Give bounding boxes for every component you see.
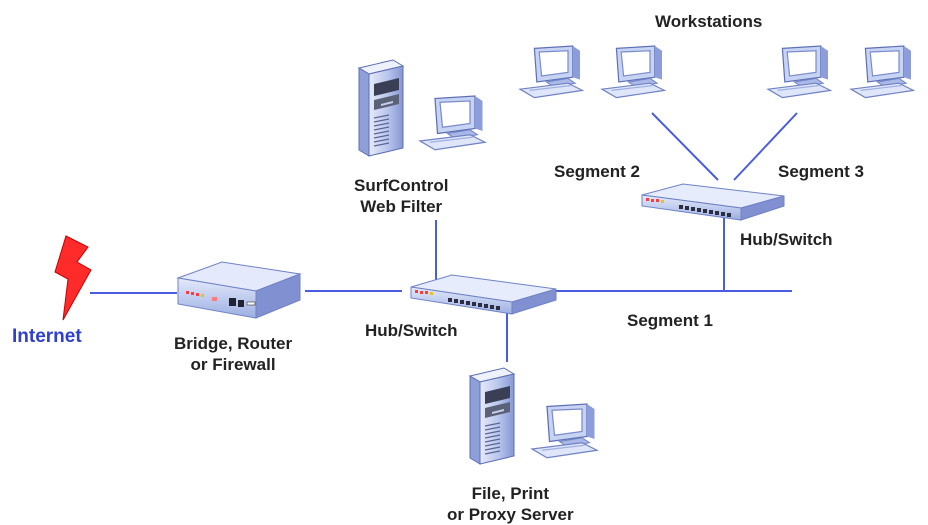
web-filter-label: SurfControl Web Filter xyxy=(354,175,448,217)
hub-switch-center-label: Hub/Switch xyxy=(365,320,458,341)
router-label: Bridge, Router or Firewall xyxy=(174,333,292,375)
hub-switch-center-text: Hub/Switch xyxy=(365,321,458,340)
segment-3-label: Segment 3 xyxy=(778,161,864,182)
workstation-icon xyxy=(519,45,584,99)
server-icon xyxy=(469,367,515,465)
segment-2-label: Segment 2 xyxy=(554,161,640,182)
hub-switch-icon xyxy=(410,274,557,315)
file-server-line-1: File, Print xyxy=(471,484,550,503)
router-line-2: or Firewall xyxy=(190,355,276,374)
server-icon xyxy=(358,59,404,157)
workstation-icon xyxy=(601,45,666,99)
hub-switch-top-text: Hub/Switch xyxy=(740,230,833,249)
segment-1-text: Segment 1 xyxy=(627,311,713,330)
workstation-icon xyxy=(850,45,915,99)
router-icon xyxy=(176,261,302,319)
monitor-icon xyxy=(531,403,598,459)
links xyxy=(90,112,798,362)
router-line-1: Bridge, Router xyxy=(174,334,293,353)
segment-1-label: Segment 1 xyxy=(627,310,713,331)
link-segment-2 xyxy=(651,112,719,181)
internet-label: Internet xyxy=(12,326,82,347)
workstation-icon xyxy=(767,45,832,99)
segment-3-text: Segment 3 xyxy=(778,162,864,181)
segment-2-text: Segment 2 xyxy=(554,162,640,181)
monitor-icon xyxy=(419,95,486,151)
file-server-line-2: or Proxy Server xyxy=(447,505,574,524)
web-filter-line-1: SurfControl xyxy=(354,176,449,195)
link-segment-3 xyxy=(733,112,798,181)
lightning-icon xyxy=(54,235,92,321)
web-filter-line-2: Web Filter xyxy=(360,197,443,216)
workstations-text: Workstations xyxy=(655,12,763,31)
internet-text: Internet xyxy=(12,326,82,347)
hub-switch-icon xyxy=(641,183,785,221)
hub-switch-top-label: Hub/Switch xyxy=(740,229,833,250)
workstations-label: Workstations xyxy=(655,11,762,32)
file-server-label: File, Print or Proxy Server xyxy=(447,483,574,525)
